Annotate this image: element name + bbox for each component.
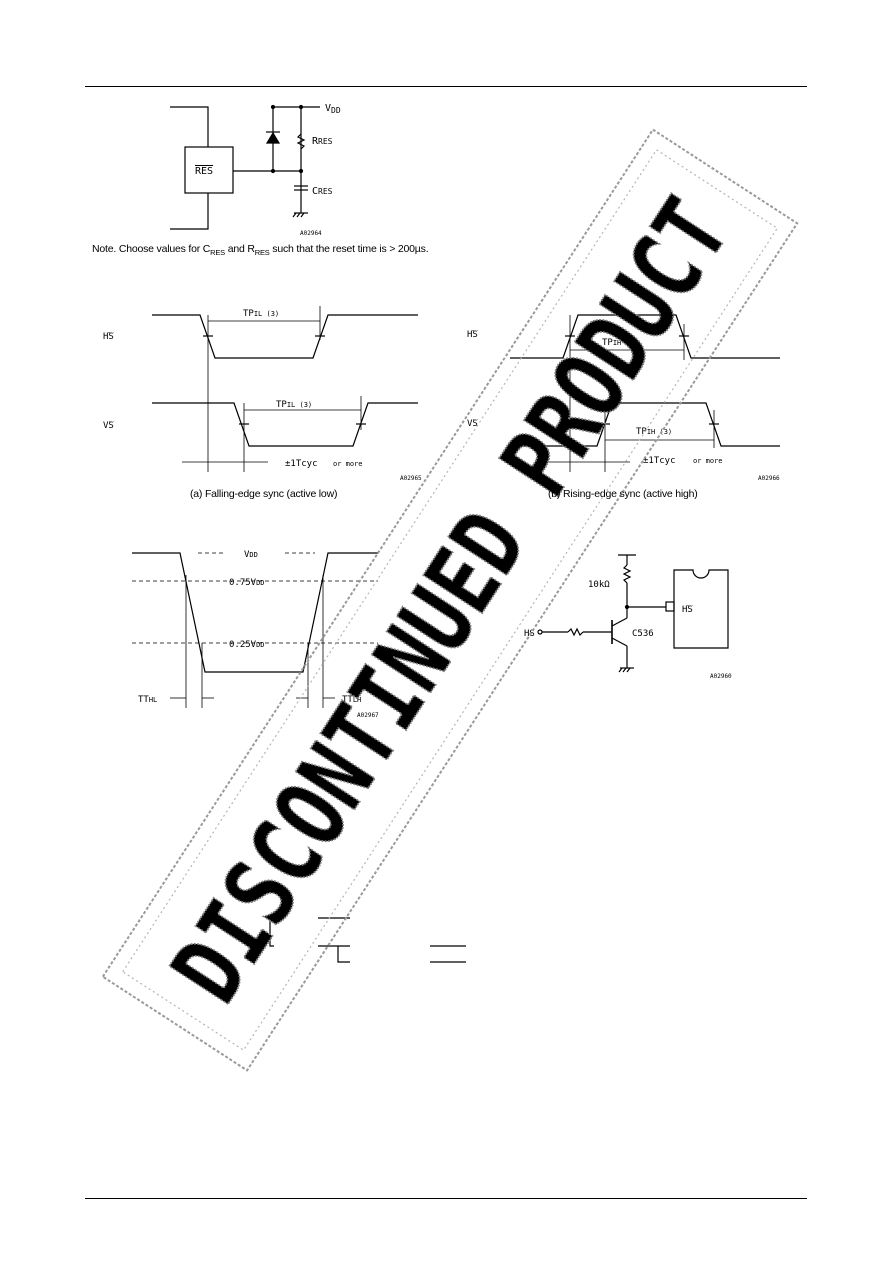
transistor-label: C536 bbox=[632, 629, 654, 639]
header-rule bbox=[85, 86, 807, 87]
vs-rising-waveform bbox=[510, 402, 780, 447]
ic-res-label: RES bbox=[195, 166, 213, 177]
svg-text:0.25VDD: 0.25VDD bbox=[229, 640, 265, 650]
svg-text:TPIH (3): TPIH (3) bbox=[636, 427, 672, 437]
resistor-label: 10kΩ bbox=[588, 580, 610, 590]
level-025-sub: DD bbox=[256, 641, 264, 649]
svg-text:TPIH (3): TPIH (3) bbox=[602, 338, 638, 348]
svg-text:RES: RES bbox=[195, 166, 213, 177]
tpih-top-sub: IH bbox=[613, 339, 621, 347]
vdd-label: V bbox=[325, 103, 331, 114]
note-mid: and R bbox=[224, 243, 255, 255]
fig-code-reset: A02964 bbox=[300, 230, 322, 237]
fig-code-falling: A02965 bbox=[400, 475, 422, 482]
transition-trace bbox=[132, 552, 378, 673]
base-resistor-icon bbox=[567, 627, 584, 637]
note-suffix: such that the reset time is > 200µs. bbox=[269, 243, 429, 255]
tpil-top: TP bbox=[243, 309, 254, 319]
fig-code-interface: A02960 bbox=[710, 673, 732, 680]
or-more-falling: or more bbox=[333, 460, 363, 468]
level-075-sub: DD bbox=[256, 579, 264, 587]
rres-sub: RES bbox=[318, 137, 333, 146]
reset-note: Note. Choose values for CRES and RRES su… bbox=[92, 243, 429, 258]
pin-box bbox=[665, 601, 675, 612]
tpih-bot-tail: (3) bbox=[655, 428, 672, 436]
vs-waveform bbox=[152, 402, 418, 447]
note-prefix: Note. Choose values for C bbox=[92, 243, 211, 255]
reset-circuit bbox=[170, 104, 320, 230]
resistor-10k-icon bbox=[622, 564, 632, 584]
tcyc-rising: ±1Tcyc bbox=[643, 456, 676, 466]
hs-waveform bbox=[152, 314, 418, 359]
caption-rising-edge: (b) Rising-edge sync (active high) bbox=[548, 488, 698, 500]
pin-label: HS bbox=[682, 605, 693, 615]
stamp-text: DISCONTINUED PRODUCT bbox=[151, 180, 751, 1021]
svg-text:RRES: RRES bbox=[312, 136, 333, 147]
discontinued-stamp: DISCONTINUED PRODUCT bbox=[101, 128, 799, 1072]
note-c-sub: RES bbox=[210, 248, 225, 258]
hs-rising-waveform bbox=[510, 314, 780, 359]
cres-sub: RES bbox=[318, 187, 333, 196]
ic-block bbox=[184, 146, 234, 194]
resistor-icon bbox=[296, 133, 306, 150]
svg-text:VDD: VDD bbox=[325, 103, 341, 115]
tthl-label: TT bbox=[138, 695, 149, 705]
level-025: 0.25V bbox=[229, 640, 257, 650]
tpil-top-sub: IL bbox=[254, 310, 262, 318]
svg-text:TTHL: TTHL bbox=[138, 695, 157, 705]
caption-falling-edge: (a) Falling-edge sync (active low) bbox=[190, 488, 338, 500]
vdd-sub: DD bbox=[331, 106, 341, 115]
footer-rule bbox=[85, 1198, 807, 1199]
vdd-level-sub: DD bbox=[249, 551, 257, 559]
or-more-rising: or more bbox=[693, 457, 723, 465]
tpil-top-tail: (3) bbox=[262, 310, 279, 318]
tpil-bot: TP bbox=[276, 400, 287, 410]
tthl-sub: HL bbox=[149, 696, 157, 704]
transition-waveform bbox=[132, 552, 378, 708]
diode-icon bbox=[265, 131, 281, 144]
note-r-sub: RES bbox=[254, 248, 270, 258]
rising-edge-waveforms bbox=[510, 314, 780, 472]
ttlh-label: TT bbox=[342, 695, 353, 705]
rres-label: R bbox=[312, 136, 319, 147]
vs-label-falling: VS bbox=[103, 421, 114, 431]
ttlh-sub: LH bbox=[353, 696, 361, 704]
svg-text:TPIL (3): TPIL (3) bbox=[276, 400, 312, 410]
ic-outline bbox=[673, 569, 729, 649]
cres-label: C bbox=[312, 186, 318, 197]
tcyc-falling: ±1Tcyc bbox=[285, 459, 318, 469]
svg-text:CRES: CRES bbox=[312, 186, 333, 197]
hs-label-rising: HS bbox=[467, 330, 478, 340]
falling-edge-waveforms bbox=[152, 306, 418, 472]
vs-label-rising: VS bbox=[467, 419, 478, 429]
vdd-level: V bbox=[244, 550, 250, 560]
tpil-bot-sub: IL bbox=[287, 401, 295, 409]
tpih-top: TP bbox=[602, 338, 613, 348]
fig-code-transition: A02967 bbox=[357, 712, 379, 719]
hs-label-falling: HS bbox=[103, 332, 114, 342]
svg-text:0.75VDD: 0.75VDD bbox=[229, 578, 265, 588]
svg-text:TTLH: TTLH bbox=[342, 695, 361, 705]
tpil-bot-tail: (3) bbox=[295, 401, 312, 409]
tpih-bot: TP bbox=[636, 427, 647, 437]
level-075: 0.75V bbox=[229, 578, 257, 588]
svg-text:TPIL (3): TPIL (3) bbox=[243, 309, 279, 319]
partial-figure-fragment bbox=[269, 917, 466, 963]
fig-code-rising: A02966 bbox=[758, 475, 780, 482]
tpih-top-tail: (3) bbox=[621, 339, 638, 347]
tpih-bot-sub: IH bbox=[647, 428, 655, 436]
interface-circuit bbox=[537, 554, 729, 673]
svg-text:VDD: VDD bbox=[244, 550, 258, 560]
